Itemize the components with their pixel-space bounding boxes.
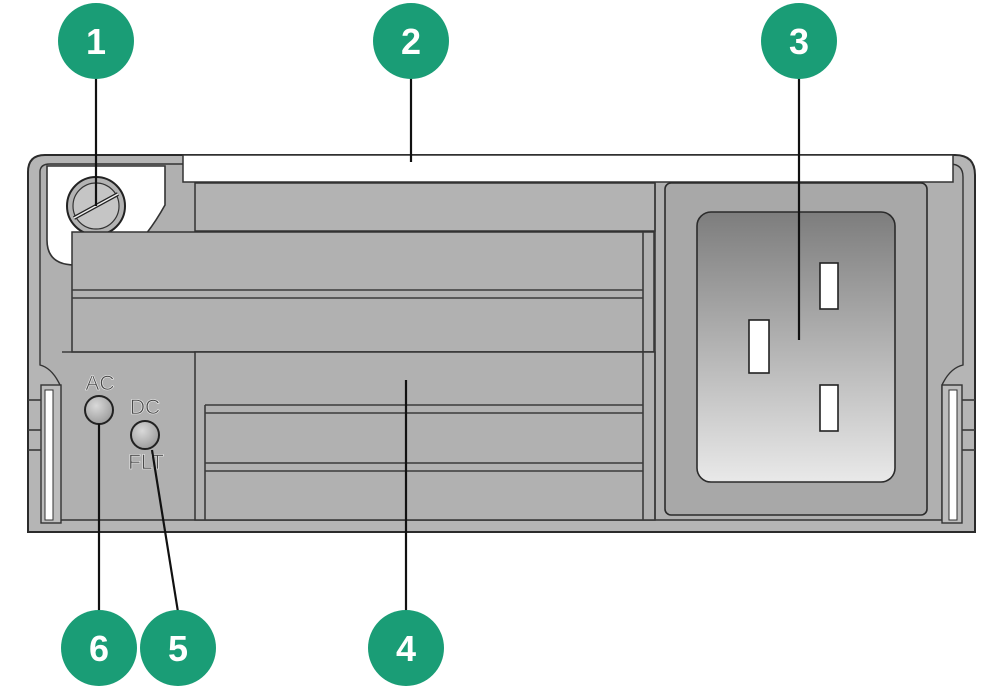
callout-5-number: 5 <box>168 628 188 669</box>
leader-5 <box>150 449 180 613</box>
flt-led-label: FLT <box>128 451 164 474</box>
callout-2: 2 <box>373 3 449 79</box>
callout-6: 6 <box>61 610 137 686</box>
dc-led-label: DC <box>130 396 160 419</box>
dc-flt-led <box>130 420 160 450</box>
callout-3-number: 3 <box>789 21 809 62</box>
ac-led-label: AC <box>85 372 114 395</box>
callout-2-number: 2 <box>401 21 421 62</box>
callout-3: 3 <box>761 3 837 79</box>
callout-1-number: 1 <box>86 21 106 62</box>
socket-pin-left <box>748 319 770 374</box>
callout-4: 4 <box>368 610 444 686</box>
callout-1: 1 <box>58 3 134 79</box>
ac-led <box>84 395 114 425</box>
ac-power-inlet <box>664 182 928 516</box>
socket-pin-bottom <box>819 384 839 432</box>
callout-4-number: 4 <box>396 628 416 669</box>
top-label-strip <box>182 154 954 183</box>
socket-pin-top <box>819 262 839 310</box>
leader-lines <box>94 65 801 613</box>
vent-panels <box>62 182 656 521</box>
callout-6-number: 6 <box>89 628 109 669</box>
callout-5: 5 <box>140 610 216 686</box>
